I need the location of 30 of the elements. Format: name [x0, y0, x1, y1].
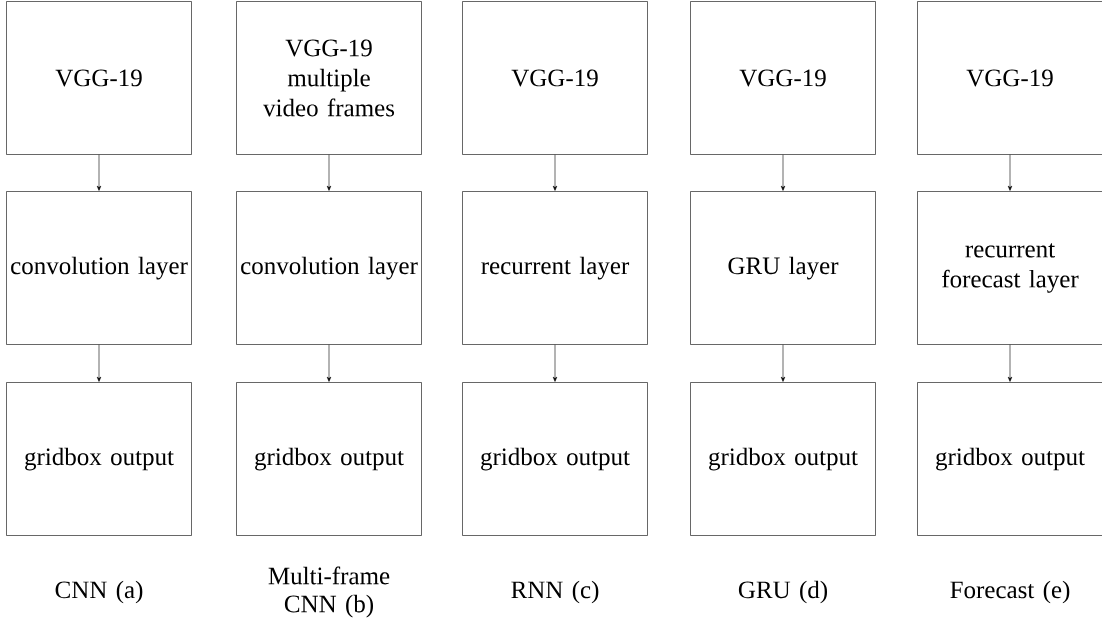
process-box: VGG-19: [6, 1, 192, 155]
process-box: gridbox output: [6, 382, 192, 536]
caption: CNN (a): [55, 580, 143, 604]
caption: Multi-frame CNN (b): [268, 566, 390, 618]
arrow: [552, 344, 558, 382]
arrow: [1007, 344, 1013, 382]
caption: Forecast (e): [950, 580, 1070, 604]
process-box: VGG-19 multiple video frames: [236, 1, 422, 155]
process-box: VGG-19: [917, 1, 1102, 155]
process-box: recurrent layer: [462, 191, 648, 345]
arrow: [1007, 154, 1013, 191]
process-box: gridbox output: [690, 382, 876, 536]
arrow: [96, 154, 102, 191]
process-box: convolution layer: [6, 191, 192, 345]
process-box: gridbox output: [917, 382, 1102, 536]
arrow: [780, 154, 786, 191]
arrow: [96, 344, 102, 382]
process-box: recurrent forecast layer: [917, 191, 1102, 345]
process-box: GRU layer: [690, 191, 876, 345]
caption: RNN (c): [511, 580, 599, 604]
process-box: VGG-19: [690, 1, 876, 155]
process-box: VGG-19: [462, 1, 648, 155]
process-box: gridbox output: [462, 382, 648, 536]
process-box: gridbox output: [236, 382, 422, 536]
arrow: [552, 154, 558, 191]
process-box: convolution layer: [236, 191, 422, 345]
arrow: [780, 344, 786, 382]
arrow: [326, 154, 332, 191]
arrow: [326, 344, 332, 382]
caption: GRU (d): [738, 580, 828, 604]
